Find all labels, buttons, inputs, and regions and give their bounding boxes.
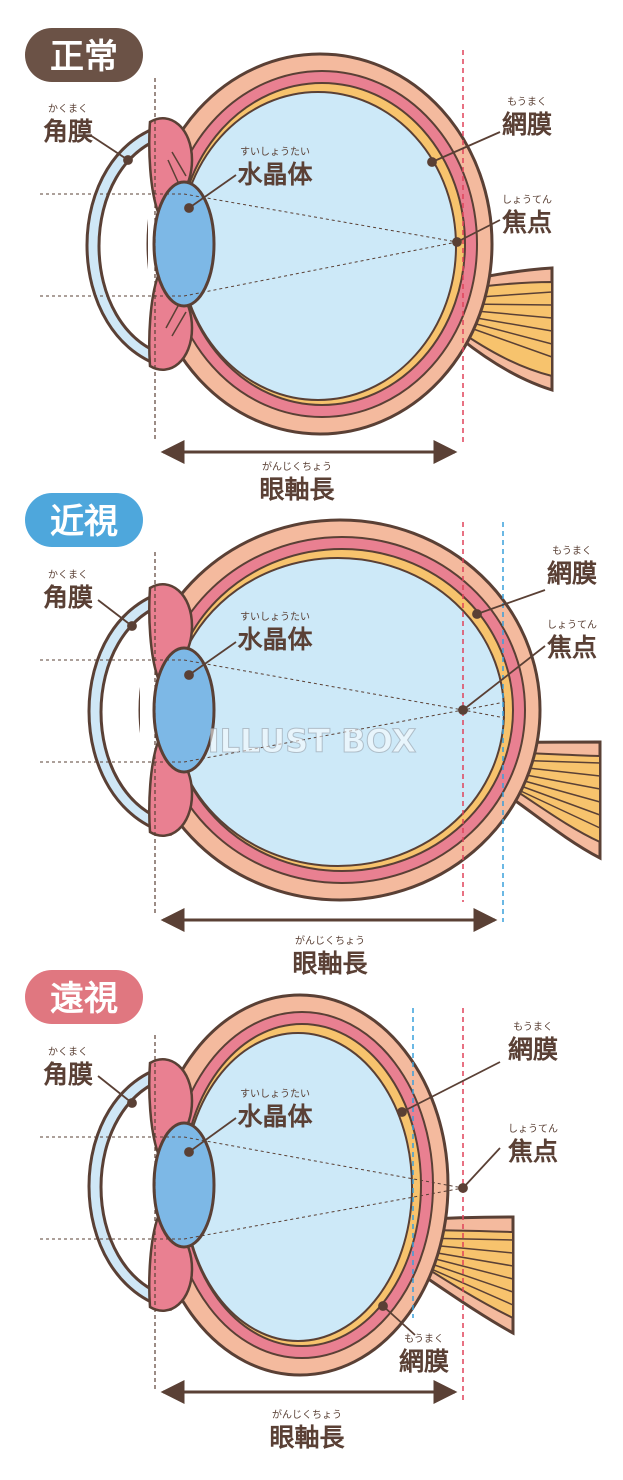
badge-normal [25,28,143,82]
cornea-label: 角膜 [43,117,93,146]
focus-label: 焦点 [508,1137,558,1166]
light-rays [40,659,506,763]
watermark: ILLUST BOX [208,722,417,760]
focus-ruby: しょうてん [547,619,597,631]
panel-normal: 正常 [25,28,554,504]
lens [152,646,216,774]
badge-normal-text: 正常 [50,37,118,77]
retina-label: 網膜 [547,559,597,588]
badge-myopia [25,493,143,547]
panel-hyperopia: 遠視 かくまく [25,970,558,1452]
axial-label: 眼軸長 [292,949,368,978]
retina-label: 網膜 [502,110,552,139]
retina-top-ruby: もうまく [513,1021,553,1033]
lens-label: 水晶体 [237,160,313,189]
retina-top-label: 網膜 [508,1035,558,1064]
badge-hyperopia [25,970,143,1024]
light-rays [40,1136,464,1240]
lens-ruby: すいしょうたい [240,611,310,623]
retina-bottom-label: 網膜 [399,1347,449,1376]
retina-ruby: もうまく [507,96,547,108]
axial-label: 眼軸長 [269,1423,345,1452]
leaders [97,589,546,715]
axial-ruby: がんじくちょう [262,460,332,473]
lens-ruby: すいしょうたい [240,146,310,158]
retina-ruby: もうまく [552,545,592,557]
axial-label: 眼軸長 [259,475,335,504]
badge-hyperopia-text: 遠視 [50,979,118,1019]
lens [152,180,216,308]
cornea-label: 角膜 [43,1060,93,1089]
badge-myopia-text: 近視 [50,502,118,542]
leaders [89,131,501,247]
axial-ruby: がんじくちょう [295,934,365,947]
vitreous [171,557,505,867]
panel-myopia: 近視 かくまく 角膜 [25,493,602,978]
vitreous [183,1032,413,1342]
lens-ruby: すいしょうたい [240,1088,310,1100]
cornea-label: 角膜 [43,583,93,612]
vitreous [179,91,457,401]
focus-label: 焦点 [547,633,597,662]
lens [152,1121,216,1249]
light-rays [40,193,458,297]
focus-ruby: しょうてん [502,194,552,206]
cornea-ruby: かくまく [48,103,88,115]
cornea-ruby: かくまく [48,1046,88,1058]
retina-bottom-ruby: もうまく [404,1333,444,1345]
cornea-ruby: かくまく [48,569,88,581]
focus-ruby: しょうてん [508,1123,558,1135]
lens-label: 水晶体 [237,1102,313,1131]
lens-label: 水晶体 [237,625,313,654]
axial-ruby: がんじくちょう [272,1408,342,1421]
focus-label: 焦点 [502,208,552,237]
leaders [97,1061,501,1336]
